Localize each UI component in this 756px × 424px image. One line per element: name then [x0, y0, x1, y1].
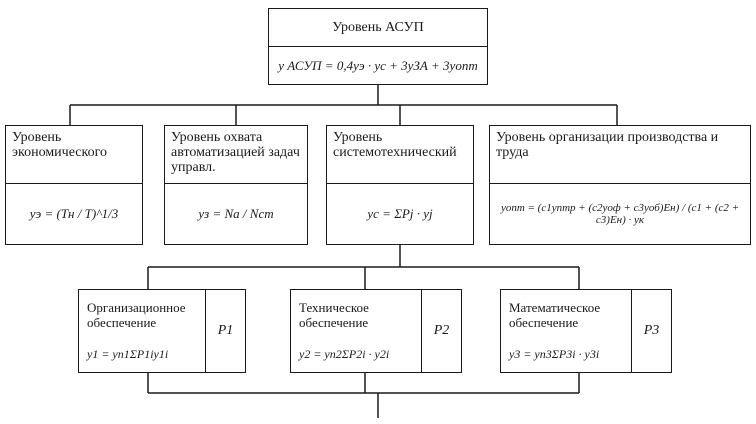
- level-economic-label: Уровень экономического: [6, 126, 142, 184]
- support-box-organizational: Организационное обеспечение y1 = yп1ΣP1i…: [78, 289, 246, 373]
- support-organizational-formula: y1 = yп1ΣP1iy1i: [87, 347, 169, 361]
- support-organizational-weight: P1: [205, 290, 245, 372]
- support-box-technical: Техническое обеспечение y2 = yп2ΣP2i · y…: [290, 289, 462, 373]
- level-system-label: Уровень системотехнический: [327, 126, 473, 184]
- level-organization-formula: yопт = (c1yптр + (c2yоф + c3yоб)Eн) / (c…: [500, 202, 740, 226]
- level-box-automation: Уровень охвата автоматизацией задач упра…: [164, 125, 308, 245]
- level-box-organization: Уровень организации производства и труда…: [489, 125, 751, 245]
- support-mathematical-weight: P3: [631, 290, 671, 372]
- support-box-mathematical: Математическое обеспечение y3 = yп3ΣP3i …: [500, 289, 672, 373]
- support-mathematical-formula: y3 = yп3ΣP3i · y3i: [509, 347, 600, 361]
- level-system-formula: yс = ΣPj · yj: [367, 206, 433, 221]
- support-technical-formula: y2 = yп2ΣP2i · y2i: [299, 347, 390, 361]
- top-level-box: Уровень АСУП y АСУП = 0,4yэ · yс + 3yЗА …: [268, 8, 488, 85]
- support-mathematical-label: Математическое обеспечение: [509, 300, 601, 330]
- level-box-economic: Уровень экономического yэ = (Tн / T)^1/3: [5, 125, 143, 245]
- level-automation-label: Уровень охвата автоматизацией задач упра…: [165, 126, 307, 184]
- level-economic-formula: yэ = (Tн / T)^1/3: [29, 206, 119, 221]
- top-level-formula: y АСУП = 0,4yэ · yс + 3yЗА + 3yопт: [278, 57, 478, 73]
- support-technical-weight: P2: [421, 290, 461, 372]
- top-level-title: Уровень АСУП: [269, 9, 487, 47]
- support-technical-label: Техническое обеспечение: [299, 300, 369, 330]
- support-organizational-label: Организационное обеспечение: [87, 300, 186, 330]
- level-automation-formula: yз = Nа / Nст: [198, 206, 274, 221]
- level-box-system: Уровень системотехнический yс = ΣPj · yj: [326, 125, 474, 245]
- level-organization-label: Уровень организации производства и труда: [490, 126, 750, 184]
